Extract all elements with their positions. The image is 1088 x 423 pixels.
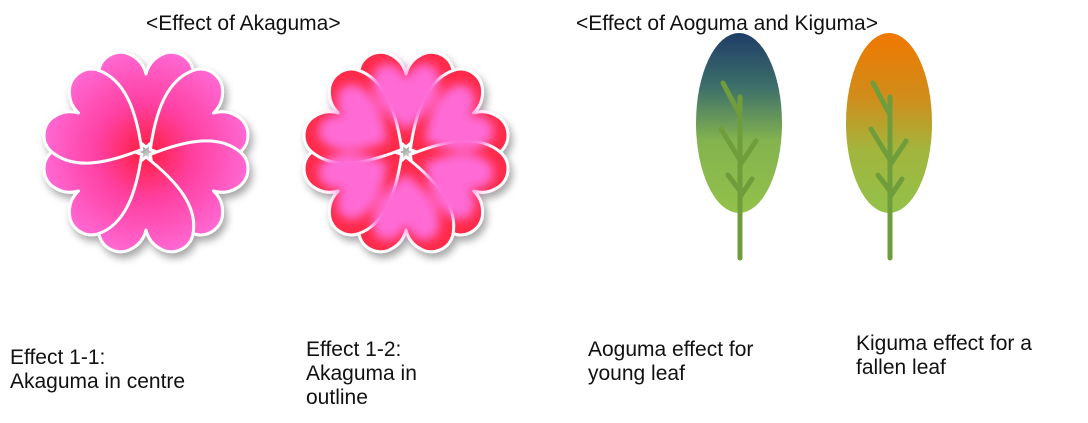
young-leaf-icon bbox=[690, 33, 790, 261]
flower-outline-shading-icon bbox=[290, 38, 522, 266]
caption-effect-1-1: Effect 1-1: Akaguma in centre bbox=[10, 346, 185, 394]
akaguma-heading: <Effect of Akaguma> bbox=[146, 12, 341, 36]
flower-centre-shading-icon bbox=[30, 38, 262, 266]
caption-aoguma: Aoguma effect for young leaf bbox=[588, 338, 753, 386]
caption-effect-1-2: Effect 1-2: Akaguma in outline bbox=[306, 338, 417, 410]
fallen-leaf-icon bbox=[840, 33, 940, 261]
caption-kiguma: Kiguma effect for a fallen leaf bbox=[856, 332, 1032, 380]
